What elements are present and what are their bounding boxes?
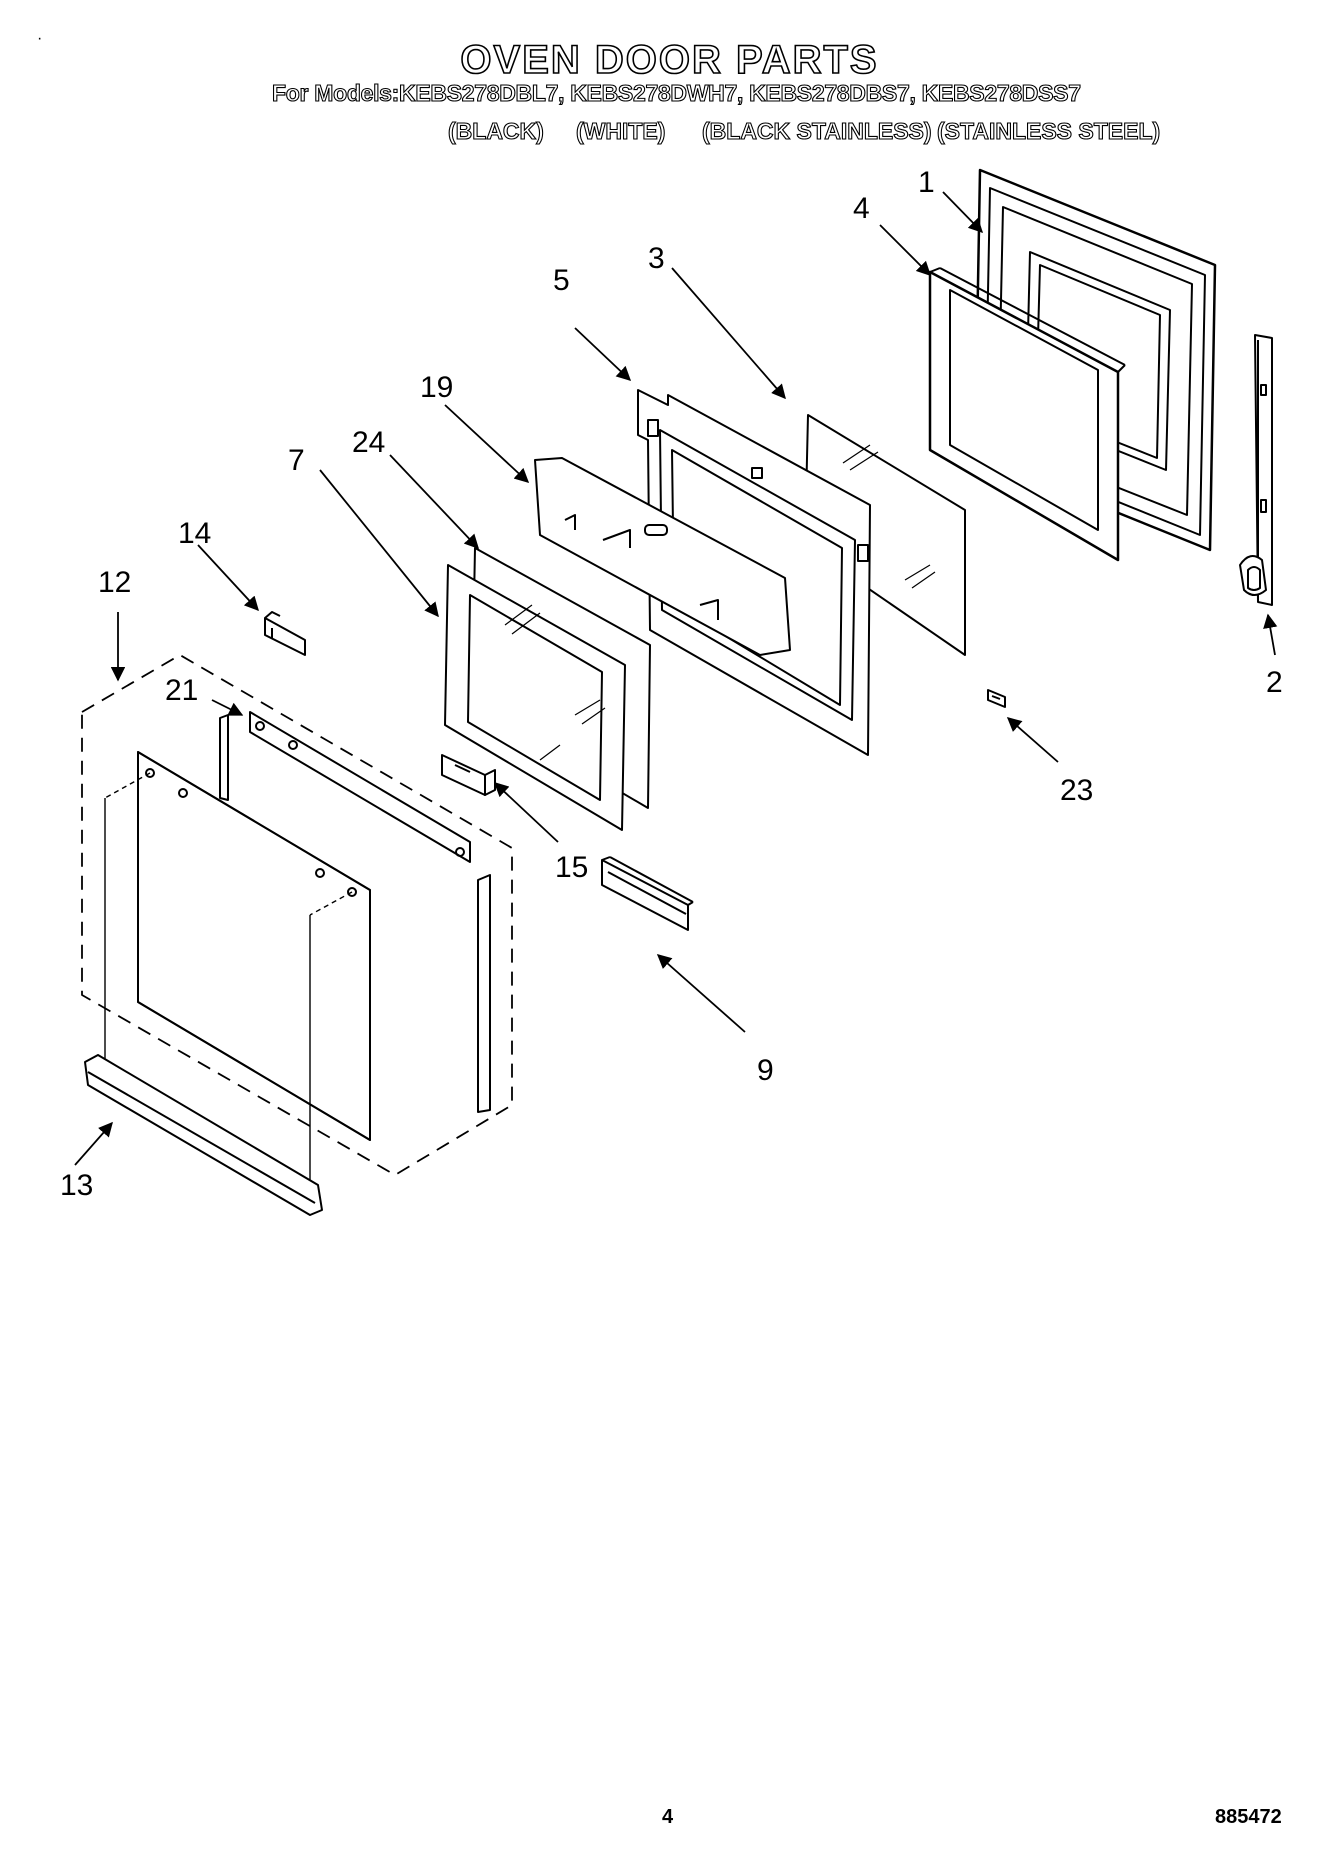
color-label-white: (WHITE) [575,117,666,144]
part-12-outer-door-assembly-outline [81,654,513,1176]
part-2-hinge [1239,334,1273,606]
color-label-black-stainless: (BLACK STAINLESS) [701,117,932,144]
part-7-glass-pane [444,564,626,831]
part-14-clip [264,611,306,656]
part-9-vent-trim [601,856,694,931]
callout-13: 13 [60,1169,93,1202]
leader-lines [74,191,1278,1166]
callout-19: 19 [420,371,453,404]
callout-15: 15 [555,851,588,884]
color-label-stainless-steel: (STAINLESS STEEL) [936,117,1161,144]
document-number: 885472 [1215,1806,1282,1828]
callout-9: 9 [757,1054,774,1087]
callout-12: 12 [98,566,131,599]
door-side-strip-left [219,714,229,801]
corner-mark: · [37,30,43,47]
callout-23: 23 [1060,774,1093,807]
part-23-spacer [987,689,1006,708]
callout-14: 14 [178,517,211,550]
callout-7: 7 [288,444,305,477]
callout-24: 24 [352,426,385,459]
callout-21: 21 [165,674,198,707]
part-21-trim-strip [249,711,471,863]
models-line: For Models:KEBS278DBL7, KEBS278DWH7, KEB… [271,79,1081,106]
page-title: OVEN DOOR PARTS [460,37,879,83]
part-13-bottom-trim [84,1054,323,1216]
part-19-insulation-baffle [534,457,791,656]
door-side-strip-right [477,874,491,1113]
part-4-door-frame [928,267,1126,562]
callout-4: 4 [853,192,870,225]
page-number: 4 [662,1806,674,1828]
part-15-bracket [441,754,496,796]
outer-glass-panel [104,751,371,1185]
callout-3: 3 [648,242,665,275]
callout-1: 1 [918,166,935,199]
callout-2: 2 [1266,666,1283,699]
callout-5: 5 [553,264,570,297]
color-label-black: (BLACK) [447,117,544,144]
